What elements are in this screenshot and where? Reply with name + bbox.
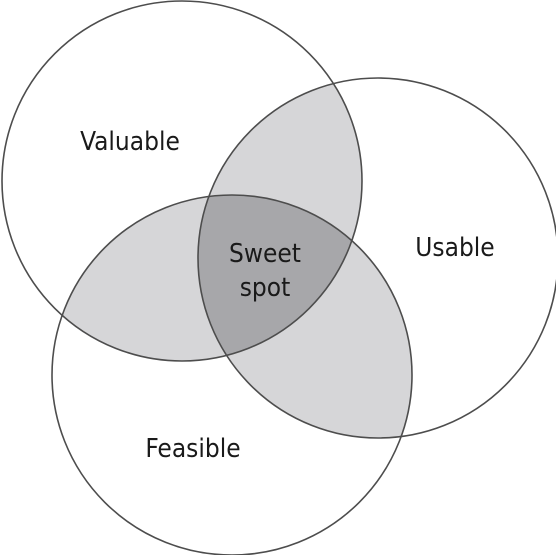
feasible-circle (51, 194, 413, 555)
usable-circle (197, 77, 556, 439)
usable-label: Usable (415, 233, 494, 263)
sweet-spot-label-line1: Sweet (229, 239, 301, 269)
valuable-label: Valuable (80, 127, 180, 157)
feasible-label: Feasible (145, 434, 240, 464)
valuable-circle (1, 0, 363, 362)
sweet-spot-label-line2: spot (240, 273, 291, 303)
overlap-sweet-spot (198, 195, 362, 361)
